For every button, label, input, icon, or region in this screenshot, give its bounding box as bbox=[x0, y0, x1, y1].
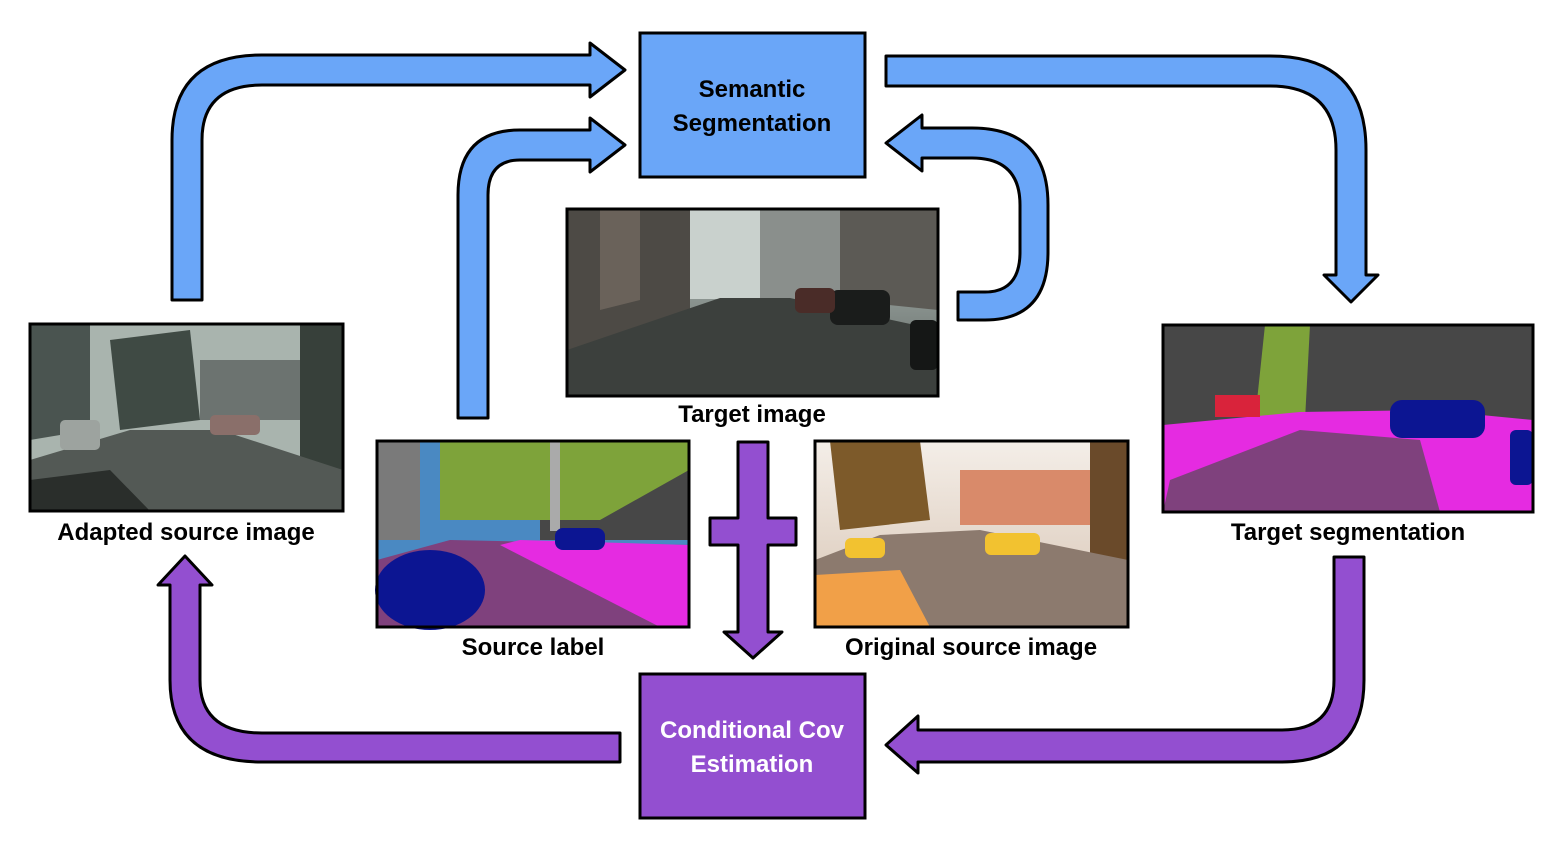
semantic-segmentation-line2: Segmentation bbox=[673, 110, 832, 137]
semantic-segmentation-line1: Semantic bbox=[699, 76, 806, 103]
caption-adapted-source-image: Adapted source image bbox=[57, 519, 314, 546]
target-segmentation-image bbox=[1161, 323, 1535, 514]
adapted-source-image bbox=[28, 322, 345, 513]
arrow-segmentation-to-target-segmentation bbox=[884, 54, 1380, 304]
conditional-cov-line1: Conditional Cov bbox=[660, 717, 845, 744]
arrow-cov-to-adapted-source bbox=[156, 554, 622, 764]
arrow-adapted-to-segmentation bbox=[170, 41, 627, 302]
arrow-target-image-to-segmentation bbox=[884, 113, 1050, 322]
target-image bbox=[565, 207, 940, 398]
arrow-source-label-to-segmentation bbox=[456, 116, 627, 420]
original-source-image bbox=[813, 439, 1130, 629]
conditional-cov-box: Conditional Cov Estimation bbox=[638, 672, 867, 820]
caption-target-image: Target image bbox=[678, 401, 826, 428]
conditional-cov-line2: Estimation bbox=[691, 751, 814, 778]
arrow-target-segmentation-to-cov bbox=[884, 555, 1366, 775]
caption-original-source-image: Original source image bbox=[845, 634, 1097, 661]
source-label-image bbox=[375, 439, 691, 630]
caption-source-label: Source label bbox=[462, 634, 605, 661]
caption-target-segmentation: Target segmentation bbox=[1231, 519, 1465, 546]
arrow-cross-to-cov-estimation bbox=[708, 440, 798, 660]
semantic-segmentation-box: Semantic Segmentation bbox=[638, 31, 867, 179]
